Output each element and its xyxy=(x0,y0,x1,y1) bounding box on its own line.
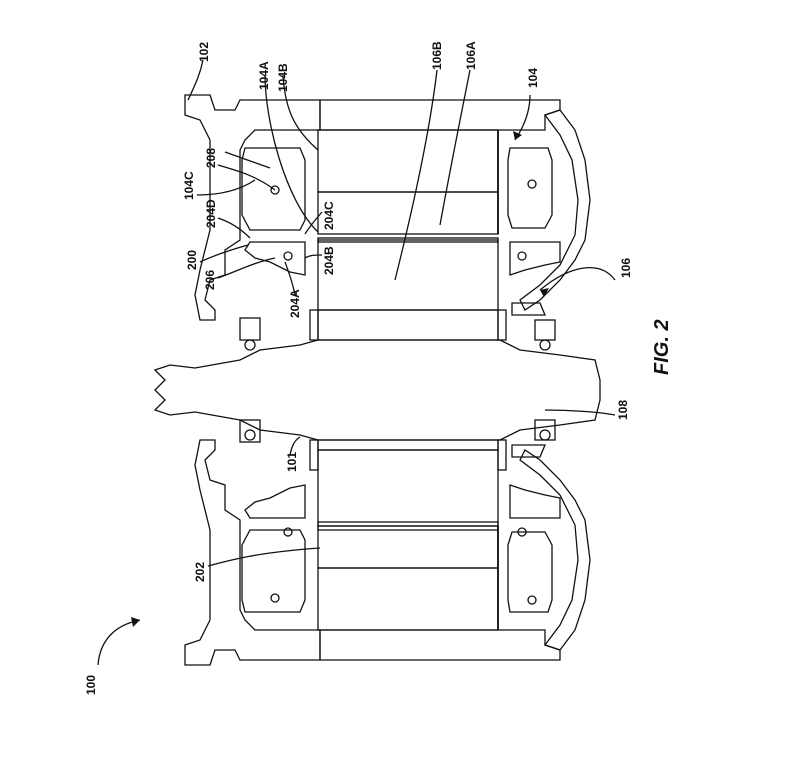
label-102: 102 xyxy=(197,42,211,62)
reference-labels: 100 102 104A 104B 106B 106A 104 104C 208… xyxy=(84,41,673,695)
label-208: 208 xyxy=(204,148,218,168)
label-104: 104 xyxy=(526,68,540,88)
label-106B: 106B xyxy=(430,41,444,70)
label-100: 100 xyxy=(84,675,98,695)
label-204A: 204A xyxy=(288,289,302,318)
label-206: 206 xyxy=(203,270,217,290)
label-104B: 104B xyxy=(276,63,290,92)
label-202: 202 xyxy=(193,562,207,582)
figure-caption: FIG. 2 xyxy=(651,319,673,375)
shaft xyxy=(155,310,600,470)
label-106A: 106A xyxy=(464,41,478,70)
label-104C: 104C xyxy=(182,171,196,200)
label-200: 200 xyxy=(185,250,199,270)
label-101: 101 xyxy=(285,452,299,472)
baffle-rings xyxy=(245,242,560,536)
label-204C: 204C xyxy=(322,201,336,230)
leader-lines xyxy=(98,60,615,665)
bearings xyxy=(240,318,555,442)
stator xyxy=(318,130,498,630)
label-104A: 104A xyxy=(257,61,271,90)
label-204B: 204B xyxy=(322,246,336,275)
end-windings xyxy=(242,148,552,612)
label-204D: 204D xyxy=(204,199,218,228)
label-108: 108 xyxy=(616,400,630,420)
label-106: 106 xyxy=(619,258,633,278)
rotor xyxy=(318,238,498,530)
